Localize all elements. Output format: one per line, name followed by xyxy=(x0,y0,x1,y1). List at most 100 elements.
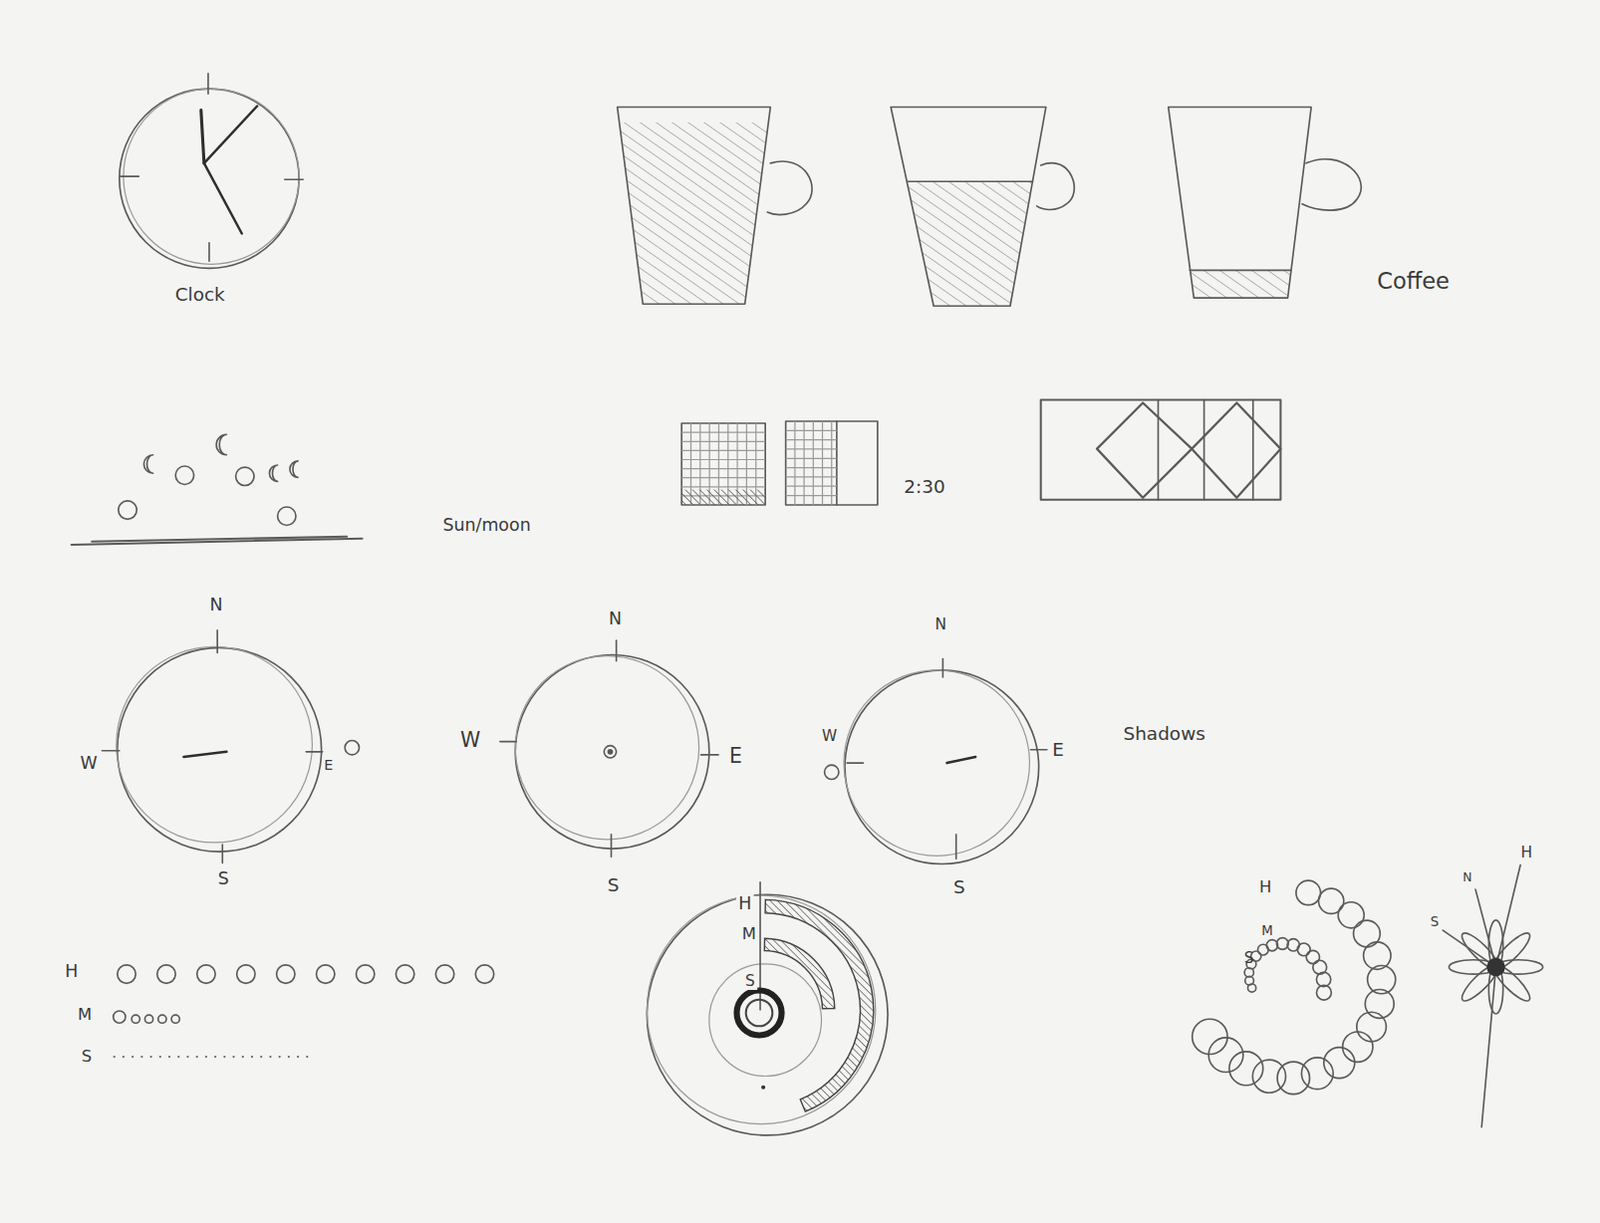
pencil-stroke xyxy=(122,1056,125,1059)
pencil-stroke xyxy=(786,458,837,460)
pencil-stroke xyxy=(140,1056,143,1059)
pencil-stroke xyxy=(158,1015,167,1024)
pencil-stroke xyxy=(786,495,837,497)
sketch-label: Shadows xyxy=(1120,723,1207,744)
sketch-label: E xyxy=(1050,740,1067,761)
pencil-stroke xyxy=(1301,1058,1334,1090)
sketch-label: E xyxy=(727,745,745,769)
grid-sketches xyxy=(681,399,1281,505)
pencil-stroke xyxy=(395,965,414,984)
pencil-stroke xyxy=(204,106,258,164)
pencil-stroke xyxy=(681,468,766,470)
pencil-stroke xyxy=(268,465,277,482)
pencil-stroke xyxy=(117,647,322,852)
pencil-stroke xyxy=(681,423,766,506)
pencil-stroke xyxy=(767,161,812,215)
pencil-stroke xyxy=(278,1056,281,1059)
pencil-stroke xyxy=(946,757,976,764)
pencil-stroke xyxy=(603,746,616,759)
pencil-stroke xyxy=(681,432,766,434)
pencil-stroke xyxy=(216,434,227,455)
pencil-stroke xyxy=(515,655,710,850)
pencil-stroke xyxy=(802,421,804,506)
sun-moon-sketch xyxy=(71,434,363,545)
pencil-stroke xyxy=(131,1056,134,1059)
sketch-label: H xyxy=(736,894,754,914)
pencil-stroke xyxy=(260,1056,263,1059)
sketch-label: S xyxy=(951,877,968,898)
pencil-stroke xyxy=(197,965,216,984)
clock-sketch xyxy=(119,73,303,269)
pencil-stroke xyxy=(157,965,176,984)
flower-clock xyxy=(1442,865,1543,1128)
pencil-stroke xyxy=(736,990,782,1036)
coffee-mugs xyxy=(617,107,1362,307)
sketch-label: S xyxy=(1242,950,1257,968)
pencil-stroke xyxy=(786,421,878,506)
pencil-stroke xyxy=(1297,943,1311,957)
pencil-stroke xyxy=(681,441,766,443)
pencil-stroke xyxy=(835,421,838,506)
pencil-stroke xyxy=(101,750,119,753)
pencil-stroke xyxy=(1191,403,1281,499)
pencil-stroke xyxy=(786,430,837,432)
pencil-stroke xyxy=(1192,1019,1228,1055)
sketch-label: M xyxy=(75,1006,94,1025)
pencil-stroke xyxy=(1096,403,1192,499)
pencil-stroke xyxy=(316,965,335,984)
pencil-stroke xyxy=(186,1056,189,1059)
shadow-compasses xyxy=(101,630,1047,865)
sketch-label: W xyxy=(819,728,839,746)
pencil-stroke xyxy=(830,421,832,506)
dot-rows xyxy=(113,965,495,1059)
pencil-stroke xyxy=(221,844,224,863)
pencil-stroke xyxy=(1496,865,1522,968)
pencil-stroke xyxy=(607,750,612,755)
pencil-stroke xyxy=(786,421,837,506)
pencil-stroke xyxy=(183,752,227,758)
pencil-stroke xyxy=(119,88,299,268)
pencil-stroke xyxy=(131,1015,140,1024)
pencil-stroke xyxy=(515,656,699,840)
pencil-stroke xyxy=(118,501,137,520)
pencil-stroke xyxy=(171,1015,180,1024)
pencil-stroke xyxy=(1037,163,1075,211)
pencil-stroke xyxy=(216,630,219,654)
pencil-stroke xyxy=(681,477,766,479)
pencil-stroke xyxy=(1486,958,1505,977)
sketch-label: Coffee xyxy=(1374,268,1452,294)
pencil-stroke xyxy=(232,1056,235,1059)
pencil-stroke xyxy=(646,894,888,1136)
sketch-label: S xyxy=(216,869,232,889)
pencil-stroke xyxy=(1030,749,1047,752)
pencil-stroke xyxy=(344,741,359,756)
pencil-stroke xyxy=(709,964,822,1077)
pencil-stroke xyxy=(761,1085,766,1090)
pencil-stroke xyxy=(284,178,303,181)
sketch-label: Clock xyxy=(173,284,228,305)
pencil-stroke xyxy=(786,467,837,469)
pencil-stroke xyxy=(1337,902,1364,929)
pencil-stroke xyxy=(681,486,766,488)
pencil-stroke xyxy=(204,163,243,235)
sketch-label: N xyxy=(606,609,624,629)
pencil-stroke xyxy=(812,421,814,506)
pencil-stroke xyxy=(1041,399,1282,500)
pencil-stroke xyxy=(1189,269,1291,298)
pencil-stroke xyxy=(214,1056,217,1059)
pencil-stroke xyxy=(305,1056,308,1059)
sketch-label: H xyxy=(1257,878,1274,897)
sketch-label: H xyxy=(1518,844,1535,862)
pencil-stroke xyxy=(1306,950,1320,964)
pencil-stroke xyxy=(168,1056,171,1059)
pencil-stroke xyxy=(296,1056,299,1059)
pencil-stroke xyxy=(610,834,613,858)
sketch-label: N xyxy=(208,595,226,615)
pencil-stroke xyxy=(701,754,719,757)
pencil-stroke xyxy=(1363,942,1391,970)
pencil-stroke xyxy=(475,965,494,984)
pencil-stroke xyxy=(435,965,454,984)
pencil-stroke xyxy=(1252,1060,1286,1093)
pencil-stroke xyxy=(681,490,766,506)
